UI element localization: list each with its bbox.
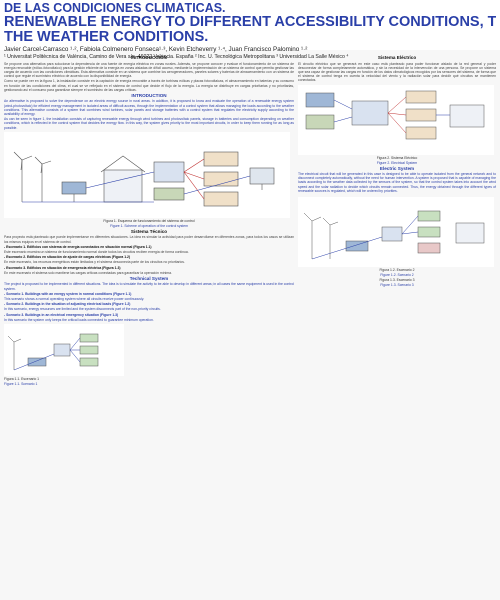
sys-en-heading: Electric System — [379, 165, 415, 171]
authors: Javier Carcel-Carrasco ¹·², Fabiola Colm… — [4, 46, 308, 53]
figure-1-3-caption-es: Figura 1.3. Escenario 3 — [379, 278, 415, 283]
scenario-3-es-heading: - Escenario 3. Edificios en situación de… — [4, 265, 121, 270]
scenario-2-es-heading: - Escenario 2. Edificios en situación de… — [4, 255, 131, 260]
intro-en-paragraph-2: As can be seen in figure 1, the installa… — [4, 117, 294, 130]
sys-es-heading: Sistema Eléctrico — [377, 55, 417, 60]
intro-es-paragraph: Se propone una alternativa para solucion… — [4, 61, 294, 79]
sys-en-paragraph: The electrical circuit that will be gene… — [298, 172, 496, 193]
scenario-3-es-text: En este escenario el sistema solo mantie… — [4, 270, 172, 275]
scenario-1-es-heading: - Escenario 1. Edificios con sistema de … — [4, 244, 152, 249]
figure-1-2-caption-en: Figure 1.2. Scenario 2 — [380, 273, 414, 278]
poster-header: DE LAS CONDICIONES CLIMÁTICAS. RENEWABLE… — [0, 0, 500, 60]
tech-es-heading: Sistema Técnico — [130, 228, 168, 234]
scenario-2-en-heading: - Scenario 2. Buildings in the situation… — [4, 302, 131, 307]
figure-2-diagram — [305, 90, 485, 139]
figure-2-caption-en: Figure 2. Electrical System — [376, 160, 418, 165]
affiliations: ¹ Universitat Politècnica de València, C… — [4, 53, 349, 60]
figure-1-2 — [298, 197, 494, 268]
title-english-line2: THE WEATHER CONDITIONS. — [4, 30, 209, 45]
scenario-1-es-text: Este escenario muestra un sistema de fun… — [4, 249, 189, 254]
scenario-3-en-heading: - Scenario 3. Buildings in an electrical… — [4, 312, 119, 317]
tech-en-paragraph: The project is proposed to be implemente… — [4, 282, 294, 291]
tech-en-heading: Technical System — [129, 275, 169, 281]
figure-1-1-diagram — [7, 333, 99, 371]
title-english-line1: RENEWABLE ENERGY TO DIFFERENT ACCESSIBIL… — [4, 15, 496, 30]
scenario-2-en-text: In this scenario, energy resources are l… — [4, 307, 161, 312]
intro-es-heading: INTRODUCCIÓN — [131, 55, 167, 60]
figure-1-schematic — [13, 151, 275, 207]
figure-2-caption-es: Figura 2. Sistema Eléctrico — [376, 155, 418, 160]
figure-1-3-caption-en: Figure 1.3. Scenario 3 — [380, 283, 414, 288]
scenario-2-es-text: En este escenario, los recursos energéti… — [4, 260, 185, 265]
figure-1-caption-en: Figure 1. Scheme of operation of the con… — [110, 223, 188, 228]
figure-1-caption-es: Figura 1. Esquema de funcionamiento del … — [103, 218, 195, 223]
intro-en-heading: INTRODUCTION — [131, 92, 167, 98]
title-spanish: DE LAS CONDICIONES CLIMÁTICAS. — [4, 2, 226, 15]
scenario-1-en-text: This scenario shows a normal operating s… — [4, 297, 145, 302]
figure-1-1-caption-es: Figura 1.1. Escenario 1 — [4, 377, 40, 382]
intro-en-paragraph: An alternative is proposed to solve the … — [4, 99, 294, 117]
intro-es-paragraph-2: Como se puede ver en la figura 1, la ins… — [4, 79, 294, 92]
figure-1-1 — [4, 324, 124, 377]
left-column: INTRODUCCIÓN Se propone una alternativa … — [4, 54, 294, 386]
scenario-1-en-heading: - Scenario 1. Buildings with an energy s… — [4, 291, 132, 296]
figure-1-1-caption-en: Figure 1.1. Scenario 1 — [4, 382, 38, 387]
figure-2 — [298, 84, 494, 155]
scenario-3-en-text: In this scenario the system only keeps t… — [4, 317, 154, 322]
figure-1 — [4, 131, 290, 218]
figure-1-2-diagram — [303, 210, 485, 260]
figure-1-2-caption-es: Figura 1.2. Escenario 2 — [379, 268, 415, 273]
tech-es-paragraph: Para proyecto está planteado que puede i… — [4, 235, 294, 244]
sys-es-paragraph: El circuito eléctrico que se generará en… — [298, 61, 496, 83]
right-column: Sistema Eléctrico El circuito eléctrico … — [298, 54, 496, 287]
